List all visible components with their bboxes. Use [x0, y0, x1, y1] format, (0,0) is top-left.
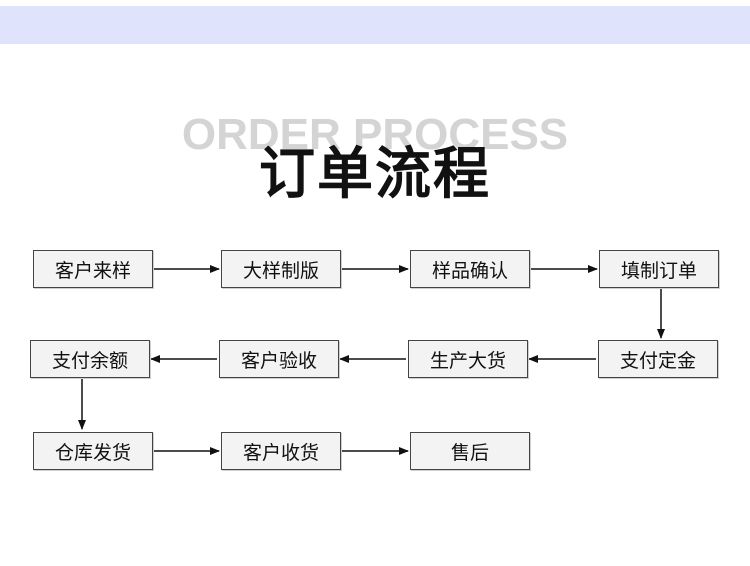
step-fill-order: 填制订单: [599, 250, 719, 288]
step-after-sales: 售后: [410, 432, 530, 470]
step-customer-sample: 客户来样: [33, 250, 153, 288]
step-label: 客户来样: [54, 259, 131, 282]
step-customer-receipt: 客户收货: [221, 432, 341, 470]
step-warehouse-shipping: 仓库发货: [33, 432, 153, 470]
step-label: 仓库发货: [54, 441, 131, 464]
step-pay-deposit: 支付定金: [598, 340, 718, 378]
step-label: 填制订单: [620, 259, 697, 282]
step-sample-plate-making: 大样制版: [221, 250, 341, 288]
title-english: ORDER PROCESS: [181, 110, 569, 159]
step-sample-confirmation: 样品确认: [410, 250, 530, 288]
step-label: 大样制版: [242, 259, 319, 282]
step-customer-inspection: 客户验收: [219, 340, 339, 378]
step-label: 支付定金: [619, 349, 696, 372]
step-bulk-production: 生产大货: [408, 340, 528, 378]
step-label: 支付余额: [51, 349, 128, 372]
step-label: 客户收货: [242, 441, 319, 464]
step-label: 样品确认: [431, 259, 508, 282]
top-banner: [0, 6, 750, 44]
step-label: 售后: [450, 441, 489, 464]
step-label: 客户验收: [240, 349, 317, 372]
title-chinese: 订单流程: [259, 142, 491, 207]
step-pay-balance: 支付余额: [30, 340, 150, 378]
step-label: 生产大货: [429, 349, 506, 372]
